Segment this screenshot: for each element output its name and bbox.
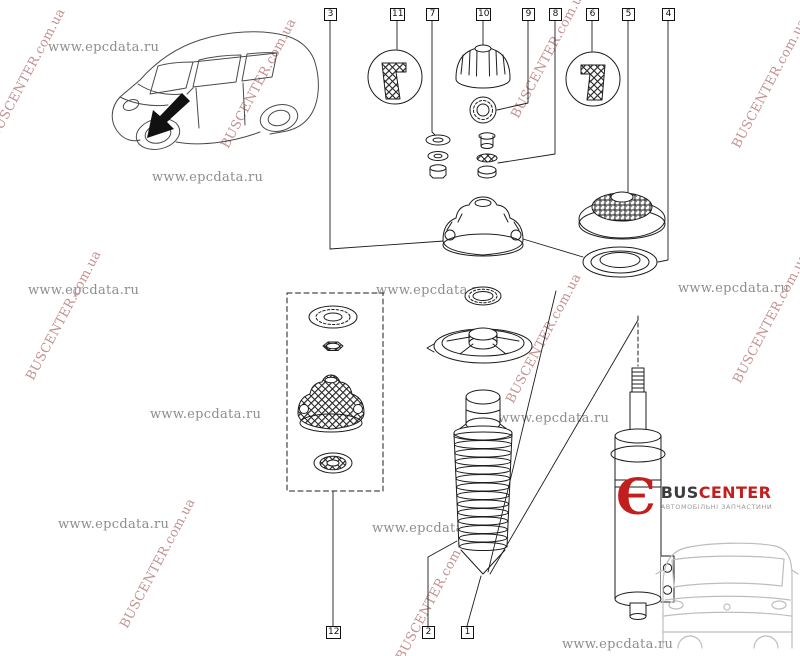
callout-box-9[interactable]: 9 bbox=[522, 8, 535, 21]
watermark-buscenter: BUSCENTER.com.ua bbox=[117, 496, 199, 632]
watermark-buscenter: BUSCENTER.com.ua bbox=[503, 271, 585, 407]
part-washers-nut bbox=[425, 134, 451, 179]
part-bump-stop-boot bbox=[453, 389, 513, 575]
watermark-buscenter: BUSCENTER.com.ua bbox=[730, 251, 800, 387]
watermark-buscenter: BUSCENTER.com.ua bbox=[218, 16, 300, 152]
part-upper-mount bbox=[442, 196, 524, 257]
watermark-buscenter: BUSCENTER.com.ua bbox=[23, 248, 105, 384]
buscenter-logo-icon: Є bbox=[616, 467, 656, 526]
callout-box-11[interactable]: 11 bbox=[390, 8, 406, 21]
logo-name: BUSCENTER bbox=[661, 485, 773, 501]
car-sketch bbox=[111, 31, 319, 150]
part-bearing bbox=[469, 96, 497, 124]
watermark-epcdata: www.epcdata.ru bbox=[498, 411, 610, 426]
watermark-epcdata: www.epcdata.ru bbox=[48, 40, 160, 55]
callout-box-7[interactable]: 7 bbox=[426, 8, 439, 21]
part-seal-right bbox=[565, 51, 621, 107]
part-seal-ring bbox=[464, 286, 502, 306]
part-cap bbox=[455, 44, 511, 89]
watermark-epcdata: www.epcdata.ru bbox=[150, 407, 262, 422]
part-seat-ring bbox=[582, 246, 658, 278]
watermark-epcdata: www.epcdata.ru bbox=[58, 517, 170, 532]
watermark-epcdata: www.epcdata.ru bbox=[678, 281, 790, 296]
watermark-epcdata: www.epcdata.ru bbox=[562, 637, 674, 652]
logo-name-primary: BUS bbox=[660, 483, 699, 502]
watermark-epcdata: www.epcdata.ru bbox=[152, 170, 264, 185]
logo-name-secondary: CENTER bbox=[698, 483, 772, 502]
callout-box-4[interactable]: 4 bbox=[662, 8, 675, 21]
callout-box-8[interactable]: 8 bbox=[549, 8, 562, 21]
watermark-epcdata: www.epcdata.ru bbox=[376, 283, 488, 298]
callout-box-10[interactable]: 10 bbox=[476, 8, 492, 21]
van-sketch bbox=[655, 542, 799, 649]
watermark-epcdata: www.epcdata.ru bbox=[28, 283, 140, 298]
part-mount-dome bbox=[578, 191, 666, 240]
callout-box-3[interactable]: 3 bbox=[324, 8, 337, 21]
location-arrow-icon bbox=[147, 93, 190, 138]
callout-box-6[interactable]: 6 bbox=[586, 8, 599, 21]
part-washer-stack bbox=[476, 132, 498, 179]
part-seal-left bbox=[367, 49, 423, 105]
watermark-epcdata: www.epcdata.ru bbox=[372, 521, 484, 536]
watermark-buscenter: BUSCENTER.com.ua bbox=[0, 6, 69, 142]
assembly-projection-lines bbox=[487, 290, 639, 575]
callout-box-5[interactable]: 5 bbox=[622, 8, 635, 21]
callout-box-1[interactable]: 1 bbox=[461, 626, 474, 639]
logo-tagline: АВТОМОБІЛЬНІ ЗАПЧАСТИНИ bbox=[660, 503, 773, 511]
callout-leader-lines bbox=[329, 20, 669, 627]
repair-kit-group bbox=[286, 292, 384, 492]
watermark-buscenter: BUSCENTER.com.ua bbox=[729, 16, 800, 152]
callout-box-2[interactable]: 2 bbox=[422, 626, 435, 639]
buscenter-logo: Є BUSCENTER АВТОМОБІЛЬНІ ЗАПЧАСТИНИ bbox=[616, 467, 773, 526]
part-spring-seat bbox=[426, 327, 533, 364]
callout-box-12[interactable]: 12 bbox=[326, 626, 342, 639]
